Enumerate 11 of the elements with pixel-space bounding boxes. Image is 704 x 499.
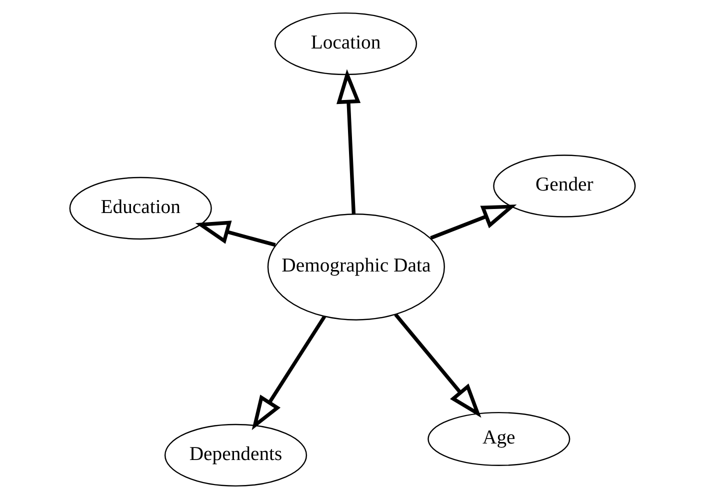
node-ellipse: Education <box>68 176 212 240</box>
node-ellipse: Demographic Data <box>266 214 444 320</box>
arrow <box>194 220 276 247</box>
arrow <box>251 315 326 430</box>
arrow <box>336 69 360 214</box>
node-ellipse: Age <box>427 412 570 466</box>
arrow <box>430 204 516 240</box>
arrow <box>394 313 481 418</box>
node-ellipse: Location <box>274 12 417 76</box>
node-ellipse: Dependents <box>164 424 307 487</box>
node-ellipse: Gender <box>492 154 636 218</box>
